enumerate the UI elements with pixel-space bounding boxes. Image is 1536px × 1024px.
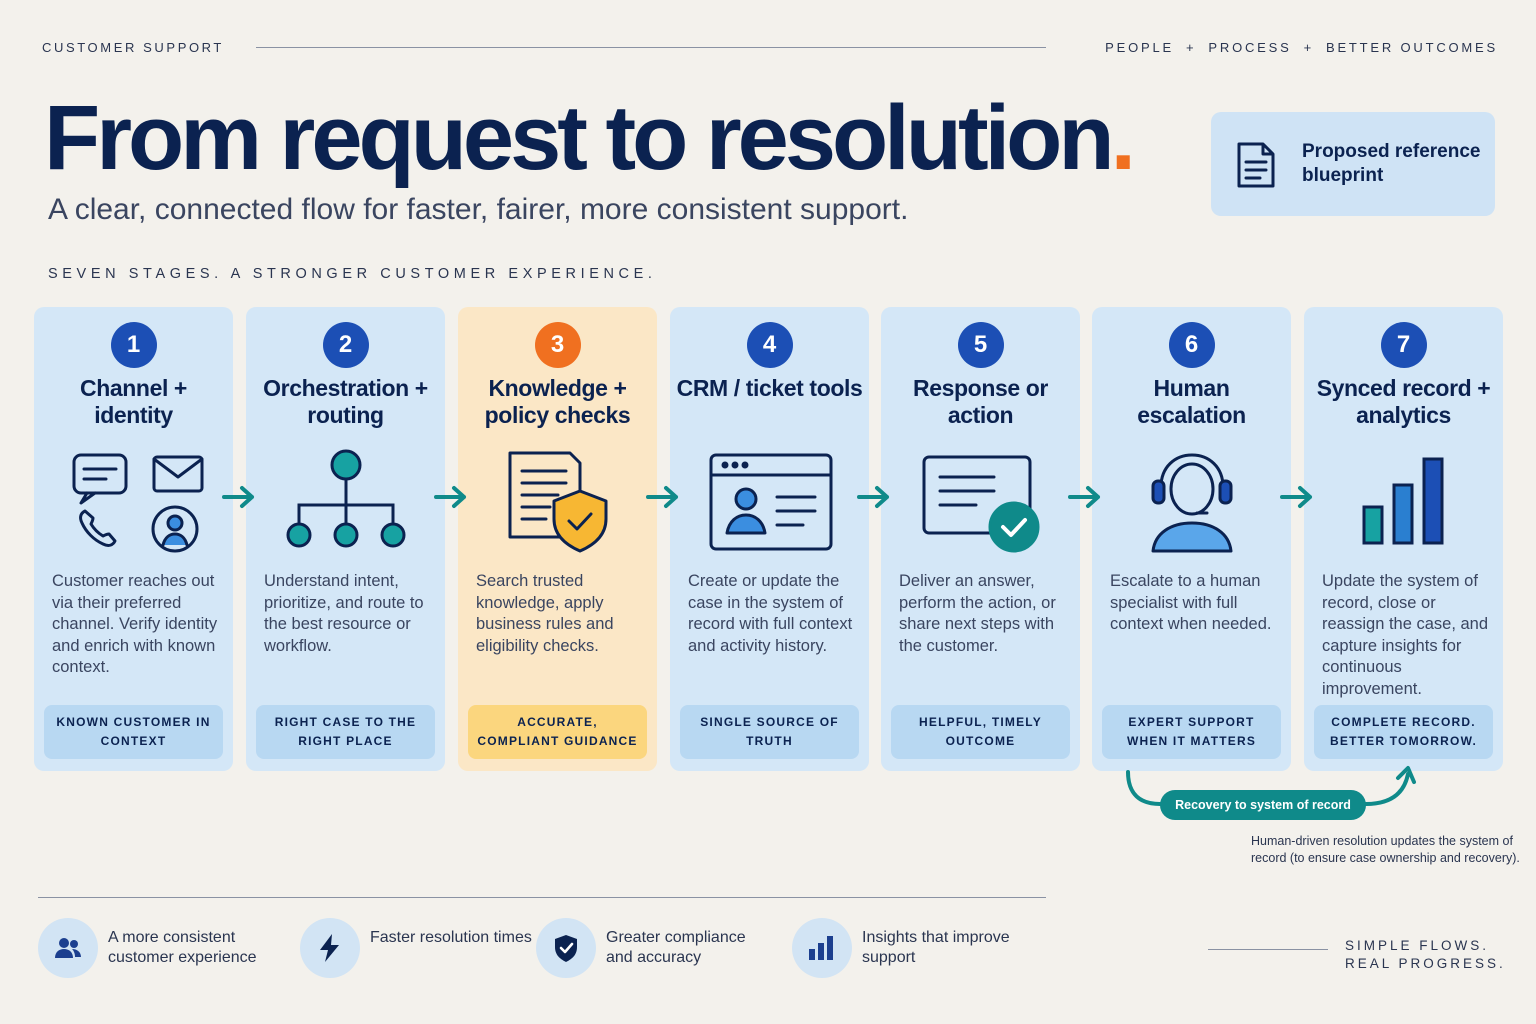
stage-description: Customer reaches out via their preferred…	[52, 572, 218, 676]
stage-title: CRM / ticket tools	[676, 375, 863, 401]
blueprint-badge: Proposed reference blueprint	[1211, 112, 1495, 216]
benefit-text: A more consistent customer experience	[108, 929, 257, 966]
stage-title: Response or action	[913, 375, 1048, 428]
stage-title: Knowledge + policy checks	[484, 375, 631, 428]
routing-tree-icon	[246, 447, 445, 557]
response-check-icon	[881, 447, 1080, 557]
page-subtitle: A clear, connected flow for faster, fair…	[48, 193, 909, 226]
plus-separator: +	[1303, 40, 1314, 55]
closing-line: REAL PROGRESS.	[1345, 956, 1506, 971]
step-number: 2	[322, 322, 369, 368]
flow-arrow-icon	[1068, 486, 1100, 508]
stage-2-orchestration-routing: 2 Orchestration + routing Understand int…	[246, 307, 445, 771]
tagline-outcomes: BETTER OUTCOMES	[1325, 40, 1498, 55]
stage-5-response-action: 5 Response or action Deliver an answer, …	[881, 307, 1080, 771]
document-icon	[1237, 142, 1275, 188]
stage-6-human-escalation: 6 Human escalation Escalate to a human s…	[1092, 307, 1291, 771]
crm-window-icon	[670, 447, 869, 557]
flow-arrow-icon	[1280, 486, 1312, 508]
closing-line: SIMPLE FLOWS.	[1345, 938, 1490, 953]
stage-outcome-tag: RIGHT CASE TO THE RIGHT PLACE	[256, 705, 435, 759]
tagline-process: PROCESS	[1208, 40, 1292, 55]
step-number: 7	[1380, 322, 1427, 368]
eyebrow-tagline: PEOPLE + PROCESS + BETTER OUTCOMES	[1105, 40, 1498, 55]
chat-icon	[72, 453, 127, 505]
stage-description: Understand intent, prioritize, and route…	[264, 572, 424, 655]
title-text: From request to resolution	[44, 87, 1115, 189]
stage-title: Human escalation	[1137, 375, 1246, 428]
recovery-note: Human-driven resolution updates the syst…	[1251, 834, 1520, 865]
mail-icon	[152, 455, 203, 493]
stage-description: Deliver an answer, perform the action, o…	[899, 572, 1056, 655]
stages-label: SEVEN STAGES. A STRONGER CUSTOMER EXPERI…	[48, 266, 657, 282]
step-number: 1	[110, 322, 157, 368]
document-shield-icon	[458, 447, 657, 557]
stage-title: Orchestration + routing	[263, 375, 428, 428]
stage-outcome-tag: KNOWN CUSTOMER IN CONTEXT	[44, 705, 223, 759]
stage-outcome-tag: ACCURATE, COMPLIANT GUIDANCE	[468, 705, 647, 759]
stage-outcome-tag: SINGLE SOURCE OF TRUTH	[680, 705, 859, 759]
step-number: 6	[1168, 322, 1215, 368]
stage-4-crm-ticket: 4 CRM / ticket tools Create or update th…	[670, 307, 869, 771]
tagline-people: PEOPLE	[1105, 40, 1174, 55]
stage-7-synced-record: 7 Synced record + analytics Update the s…	[1304, 307, 1503, 771]
benefit-text: Insights that improve support	[862, 929, 1010, 966]
stage-outcome-tag: COMPLETE RECORD. BETTER TOMORROW.	[1314, 705, 1493, 759]
bar-chart-icon	[1304, 447, 1503, 557]
divider	[256, 47, 1046, 48]
flow-arrow-icon	[222, 486, 254, 508]
top-bar: CUSTOMER SUPPORT PEOPLE + PROCESS + BETTER O…	[42, 38, 1498, 58]
stage-description: Update the system of record, close or re…	[1322, 572, 1489, 698]
bar-chart-icon	[792, 918, 852, 978]
divider	[1208, 949, 1328, 950]
stage-outcome-tag: EXPERT SUPPORT WHEN IT MATTERS	[1102, 705, 1281, 759]
stage-outcome-tag: HELPFUL, TIMELY OUTCOME	[891, 705, 1070, 759]
stage-description: Create or update the case in the system …	[688, 572, 853, 655]
step-number: 5	[957, 322, 1004, 368]
stage-3-knowledge-policy: 3 Knowledge + policy checks Search trust…	[458, 307, 657, 771]
flow-arrow-icon	[434, 486, 466, 508]
closing-tagline: SIMPLE FLOWS. REAL PROGRESS.	[1345, 937, 1506, 973]
phone-icon	[78, 509, 116, 547]
people-icon	[38, 918, 98, 978]
eyebrow-customer-support: CUSTOMER SUPPORT	[42, 40, 224, 55]
flow-arrow-icon	[857, 486, 889, 508]
flow-arrow-icon	[646, 486, 678, 508]
step-number: 4	[746, 322, 793, 368]
recovery-loop-arrow-icon	[1126, 766, 1416, 806]
stage-title: Channel + identity	[80, 375, 187, 428]
stage-1-channel-identity: 1 Channel + identity Customer reaches ou…	[34, 307, 233, 771]
stage-title: Synced record + analytics	[1316, 375, 1491, 428]
benefit-text: Greater compliance and accuracy	[606, 929, 746, 966]
badge-label: Proposed reference blueprint	[1302, 141, 1481, 186]
page-title: From request to resolution.	[44, 92, 1136, 184]
benefit-text: Faster resolution times	[370, 929, 532, 946]
title-accent-dot: .	[1110, 87, 1136, 189]
plus-separator: +	[1186, 40, 1197, 55]
step-number: 3	[534, 322, 581, 368]
divider	[38, 897, 1046, 898]
stage-description: Escalate to a human specialist with full…	[1110, 572, 1272, 633]
channel-icons	[34, 447, 233, 557]
recovery-pill: Recovery to system of record	[1160, 790, 1366, 820]
lightning-icon	[300, 918, 360, 978]
user-circle-icon	[151, 505, 198, 553]
stage-description: Search trusted knowledge, apply business…	[476, 572, 614, 655]
shield-check-icon	[536, 918, 596, 978]
headset-agent-icon	[1092, 447, 1291, 557]
